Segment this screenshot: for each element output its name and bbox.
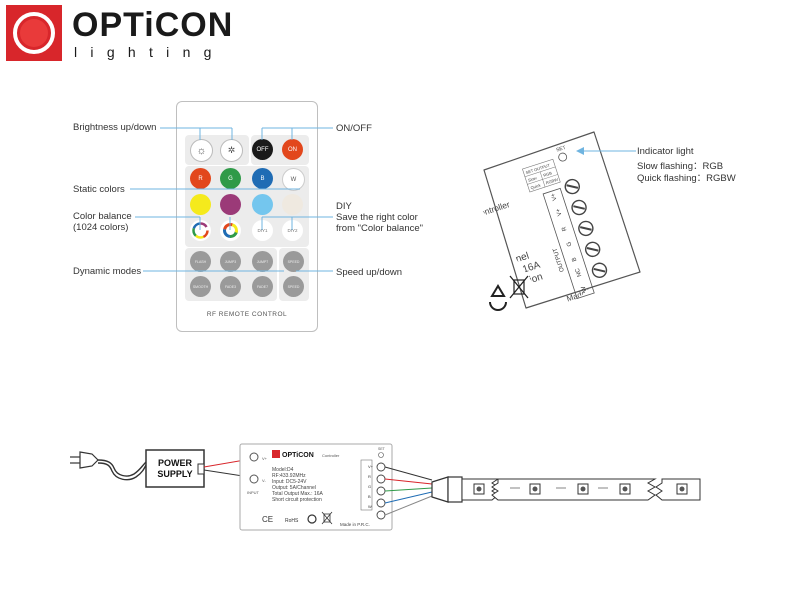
recycle-icon: [489, 284, 507, 311]
label-slow-flashing: Slow flashing：RGB: [637, 161, 724, 172]
label-indicator-light: Indicator light: [637, 146, 694, 157]
plug-icon: [70, 451, 99, 469]
led-chip-icon: [577, 483, 589, 495]
diy1-button[interactable]: DIY1: [252, 220, 273, 241]
set-table-quick: Quick: [530, 182, 541, 190]
brightness-up-button[interactable]: ☼: [190, 139, 213, 162]
input-label: INPUT: [247, 490, 260, 495]
controller-brand: OPTiCON: [282, 452, 314, 459]
label-speed: Speed up/down: [336, 267, 403, 278]
rohs-mark: RoHS: [285, 518, 299, 524]
brand-tagline: lighting: [74, 44, 225, 60]
fade3-button[interactable]: FADE3: [220, 276, 241, 297]
label-onoff: ON/OFF: [336, 123, 372, 134]
pin-label-nc: NC: [575, 267, 584, 278]
purple-button[interactable]: [220, 194, 241, 215]
input-vminus: V-: [262, 478, 266, 483]
weee-bin-icon: [509, 275, 529, 299]
pin-small-r: R: [368, 474, 371, 479]
set-table-slow: Slow: [527, 175, 537, 182]
label-quick-flashing: Quick flashing：RGBW: [637, 173, 736, 184]
sky-blue-button[interactable]: [252, 194, 273, 215]
label-color-balance: Color balance: [73, 211, 132, 222]
spec-rf: RF:433.92MHz: [272, 473, 306, 479]
set-table-rgb: RGB: [543, 170, 553, 178]
controller-small: V+ V- INPUT OPTiCON Controller Model:D4 …: [239, 443, 393, 531]
flash-button[interactable]: FLASH: [190, 251, 211, 272]
remote-footer-label: RF REMOTE CONTROL: [206, 311, 288, 318]
spec-total: Total Output Max.: 16A: [272, 491, 324, 497]
label-brightness: Brightness up/down: [73, 122, 157, 133]
logo-mark-icon: [6, 5, 62, 61]
brand-name: OPTiCON: [72, 6, 234, 44]
ce-mark: CE: [262, 515, 273, 524]
pin-label-vplus-2: V+: [555, 207, 563, 216]
speed-up-button[interactable]: SPEED: [283, 251, 304, 272]
mini-logo-icon: [272, 450, 280, 458]
power-supply-label-1: POWER: [158, 458, 193, 468]
set-small: SET: [378, 447, 386, 451]
label-diy-desc-2: from "Color balance": [336, 223, 424, 234]
controller-large: Controller V Channel Max.: 16A protectio…: [473, 131, 641, 311]
green-button[interactable]: G: [220, 168, 241, 189]
pin-small-b: B: [368, 494, 371, 499]
spec-model: Model:D4: [272, 467, 294, 473]
indicator-pointer: [576, 147, 636, 155]
pin-label-g: G: [566, 240, 573, 247]
set-label: SET: [555, 145, 566, 154]
warm-white-button[interactable]: [282, 194, 303, 215]
diy2-button[interactable]: DIY2: [282, 220, 303, 241]
fade7-button[interactable]: FADE7: [252, 276, 273, 297]
controller-word: Controller: [322, 453, 340, 458]
led-chip-icon: [473, 483, 485, 495]
on-button[interactable]: ON: [282, 139, 303, 160]
brightness-down-button[interactable]: ✲: [220, 139, 243, 162]
spec-short: Short circuit protection: [272, 497, 322, 503]
recycle-icon: [307, 514, 317, 524]
pin-label-b: B: [571, 256, 578, 262]
white-button[interactable]: W: [282, 168, 305, 191]
label-color-balance-count: (1024 colors): [73, 222, 129, 233]
spec-line-1: V: [494, 247, 504, 260]
jump7-button[interactable]: JUMP7: [252, 251, 273, 272]
power-supply-label-2: SUPPLY: [157, 469, 192, 479]
pin-small-vplus: V+: [368, 464, 374, 469]
label-diy-desc-1: Save the right color: [336, 212, 418, 223]
indicator-small-icon: [378, 452, 384, 458]
label-dynamic-modes: Dynamic modes: [73, 266, 142, 277]
input-vplus: V+: [262, 456, 268, 461]
pin-label-r: R: [561, 225, 568, 232]
red-button[interactable]: R: [190, 168, 211, 189]
set-table-rgbw: RGBW: [545, 177, 559, 186]
yellow-button[interactable]: [190, 194, 211, 215]
label-static-colors: Static colors: [73, 184, 125, 195]
pin-small-g: G: [368, 484, 371, 489]
spec-output: Output: 5A/Channel: [272, 485, 316, 491]
wiring-diagram: POWER SUPPLY V+ V- INPUT OPTiCON Control…: [70, 443, 701, 531]
power-supply-box: POWER SUPPLY: [145, 449, 205, 488]
off-button[interactable]: OFF: [252, 139, 273, 160]
pin-small-w: W: [368, 504, 372, 509]
spec-input: Input: DC5-24V: [272, 479, 307, 485]
indicator-light-icon: [558, 152, 568, 162]
label-diy: DIY: [336, 201, 352, 212]
led-chip-icon: [529, 483, 541, 495]
jump3-button[interactable]: JUMP3: [220, 251, 241, 272]
led-chip-icon: [676, 483, 688, 495]
led-chip-icon: [619, 483, 631, 495]
led-strip: [431, 476, 701, 503]
smooth-button[interactable]: SMOOTH: [190, 276, 211, 297]
pin-label-w: W: [581, 285, 589, 293]
made-in-small: Made in P.R.C.: [340, 522, 370, 527]
weee-bin-icon: [321, 511, 333, 525]
pin-label-vplus-1: V+: [550, 192, 558, 201]
speed-down-button[interactable]: SPEED: [283, 276, 304, 297]
blue-button[interactable]: B: [252, 168, 273, 189]
